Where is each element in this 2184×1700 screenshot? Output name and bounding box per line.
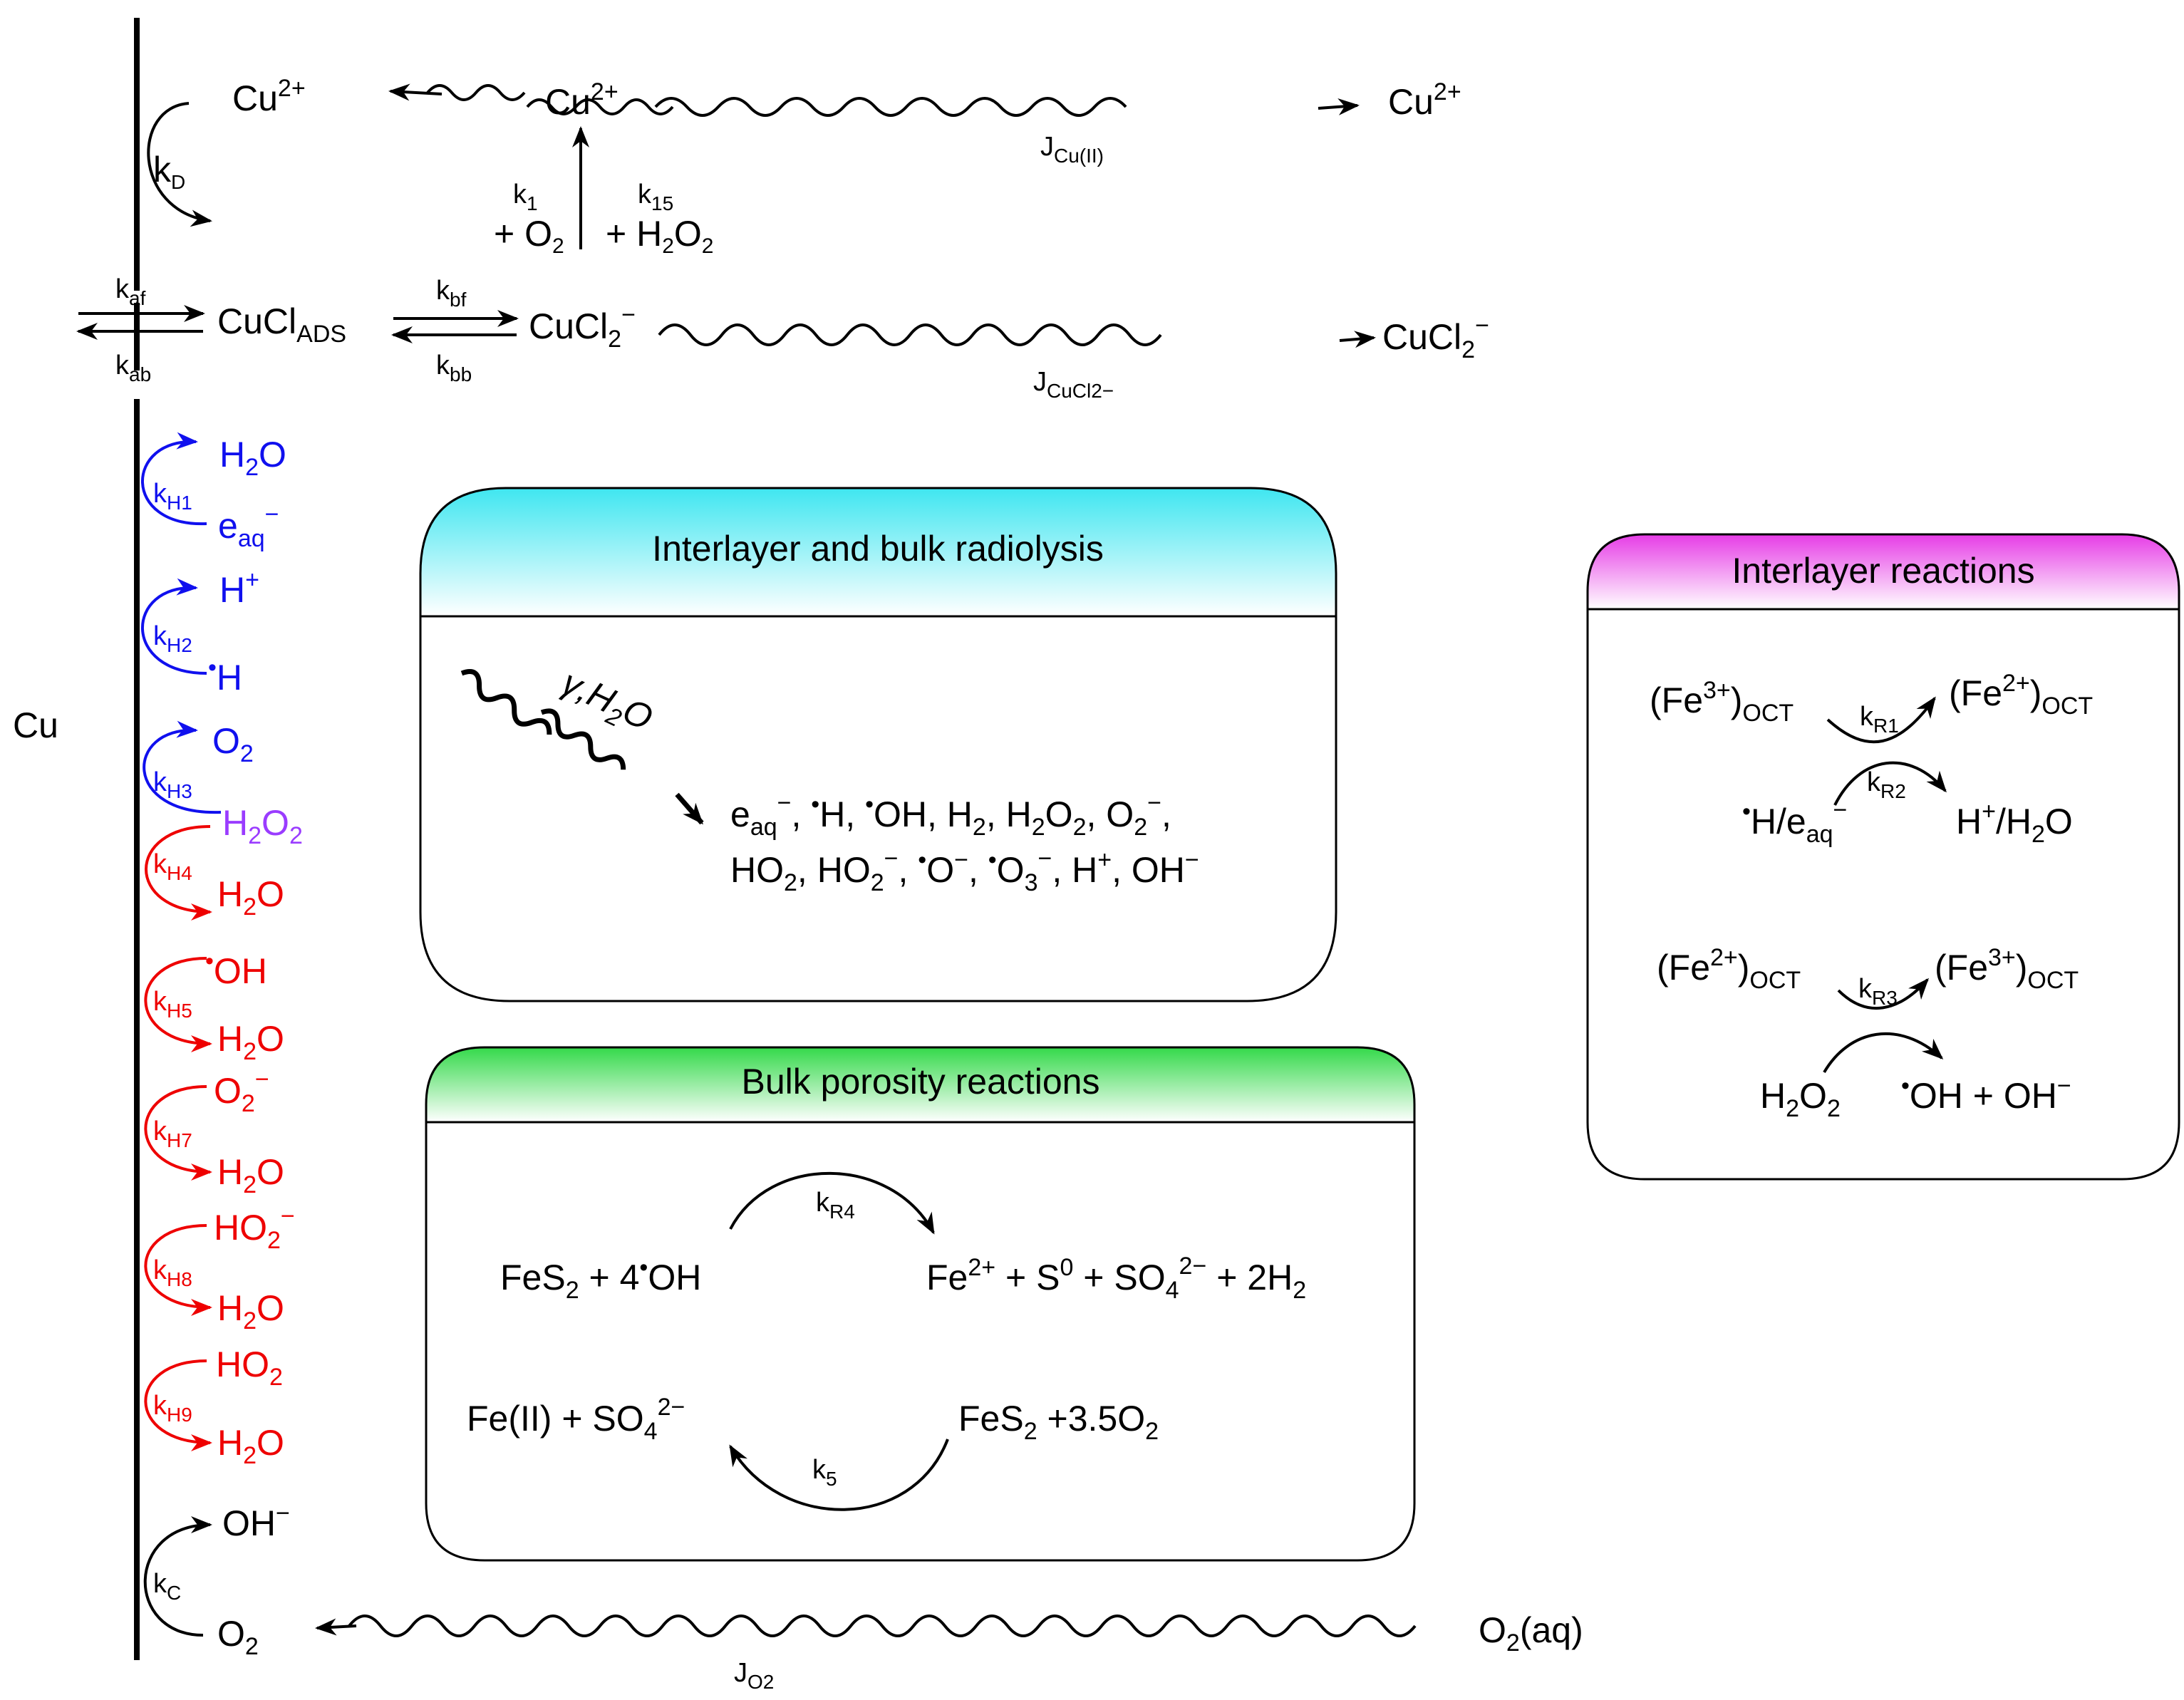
cucl2-complex: CuCl2−	[529, 301, 636, 353]
cu2-surface: Cu2+	[232, 75, 306, 118]
copper-dissolution: kD Cu2+ Cu2+ Cu2+ JCu(II) k1 + O2 k15 + …	[147, 75, 1461, 258]
kbb-label: kbb	[436, 351, 472, 385]
kH3-label: kH3	[153, 767, 192, 802]
cucl2-bulk: CuCl2−	[1382, 312, 1489, 363]
radiolysis-title: Interlayer and bulk radiolysis	[652, 529, 1104, 569]
peroxide-h2o2: H2O2	[222, 803, 303, 849]
kbf-label: kbf	[436, 276, 467, 311]
flux-o2-label: JO2	[734, 1658, 774, 1693]
r3-reactant: H2O2	[1760, 1076, 1841, 1122]
kH7-product: H2O	[217, 1152, 284, 1198]
k5-label: k5	[812, 1455, 837, 1490]
kH8-reactant: HO2−	[214, 1203, 295, 1254]
kH7-label: kH7	[153, 1116, 192, 1151]
kR1-label: kR1	[1860, 702, 1899, 737]
kR2-label: kR2	[1867, 767, 1906, 802]
kH7-reactant: O2−	[214, 1066, 269, 1117]
gamma-source: γ,H2O	[554, 662, 659, 744]
kH1-reactant: eaq−	[218, 501, 279, 552]
kD-label: kD	[153, 150, 185, 193]
k1-reactant: + O2	[494, 214, 564, 258]
kR4-label: kR4	[816, 1188, 855, 1223]
r4-reactant: FeS2 + 4•OH	[500, 1254, 701, 1304]
kH2-label: kH2	[153, 621, 192, 656]
radiolysis-products-line2: HO2, HO2−, •O−, •O3−, H+, OH−	[730, 845, 1199, 896]
r2-to: H+/H2O	[1956, 798, 2073, 848]
kH8-label: kH8	[153, 1255, 192, 1290]
kH5-reactant: •OH	[205, 948, 267, 991]
bulk-porosity-box: Bulk porosity reactions kR4 FeS2 + 4•OH …	[425, 1046, 1416, 1562]
kab-label: kab	[115, 351, 151, 385]
kH8-product: H2O	[217, 1288, 284, 1334]
cu2-bulk: Cu2+	[1388, 78, 1461, 122]
cathodic-reactions: kH1 H2O eaq− kH2 H+ •H kH3 O2 H2O2 kH4 H…	[141, 432, 303, 1469]
k15-reactant: + H2O2	[606, 214, 713, 258]
kaf-label: kaf	[115, 274, 146, 309]
copper-electrode: Cu	[13, 18, 140, 1660]
electrode-label: Cu	[13, 705, 58, 745]
oxygen-reduction: OH− kC O2 O2(aq) JO2	[143, 1500, 1583, 1693]
oh-product: OH−	[222, 1500, 290, 1543]
kH4-label: kH4	[153, 849, 192, 884]
kH3-product: O2	[212, 721, 254, 767]
r2-from: •H/eaq−	[1742, 797, 1847, 848]
chloride-adsorption: kaf kab CuClADS kbf kbb CuCl2− CuCl2− JC…	[76, 274, 1489, 402]
kH2-reactant: •H	[208, 654, 242, 698]
cucl-adsorbed: CuClADS	[217, 301, 346, 348]
interlayer-box: Interlayer reactions (Fe3+)OCT (Fe2+)OCT…	[1586, 533, 2180, 1181]
r1-from: (Fe3+)OCT	[1650, 677, 1794, 727]
kH9-label: kH9	[153, 1391, 192, 1426]
k1-label: k1	[513, 180, 538, 214]
r1-to: (Fe2+)OCT	[1949, 670, 2093, 720]
kH1-product: H2O	[219, 435, 286, 481]
kH4-product: H2O	[217, 874, 284, 921]
r3-to: (Fe3+)OCT	[1935, 944, 2079, 994]
kH9-product: H2O	[217, 1423, 284, 1469]
o2-bulk: O2(aq)	[1479, 1610, 1583, 1657]
r5-reactant: FeS2 +3.5O2	[958, 1399, 1159, 1445]
r5-product: Fe(II) + SO42−	[467, 1394, 685, 1445]
kH2-product: H+	[219, 566, 259, 610]
kR3-label: kR3	[1858, 974, 1898, 1009]
bulk-title: Bulk porosity reactions	[741, 1062, 1099, 1102]
r3-from: (Fe2+)OCT	[1657, 944, 1801, 994]
flux-cucl2-label: JCuCl2−	[1033, 367, 1114, 402]
r4-product: Fe2+ + S0 + SO42− + 2H2	[926, 1253, 1306, 1304]
interlayer-title: Interlayer reactions	[1732, 551, 2034, 591]
kH1-label: kH1	[153, 479, 192, 514]
kH5-product: H2O	[217, 1019, 284, 1065]
radiolysis-products-line1: eaq−, •H, •OH, H2, H2O2, O2−,	[730, 789, 1171, 841]
radiolysis-box: Interlayer and bulk radiolysis γ,H2O eaq…	[419, 487, 1337, 1002]
kH9-reactant: HO2	[216, 1344, 283, 1391]
kC-label: kC	[153, 1569, 181, 1604]
flux-cu-label: JCu(II)	[1040, 132, 1104, 167]
cu2-interface: Cu2+	[545, 78, 619, 122]
k15-label: k15	[638, 180, 673, 214]
o2-reactant: O2	[217, 1614, 259, 1660]
kH5-label: kH5	[153, 987, 192, 1022]
r3-product: •OH + OH−	[1901, 1072, 2071, 1116]
